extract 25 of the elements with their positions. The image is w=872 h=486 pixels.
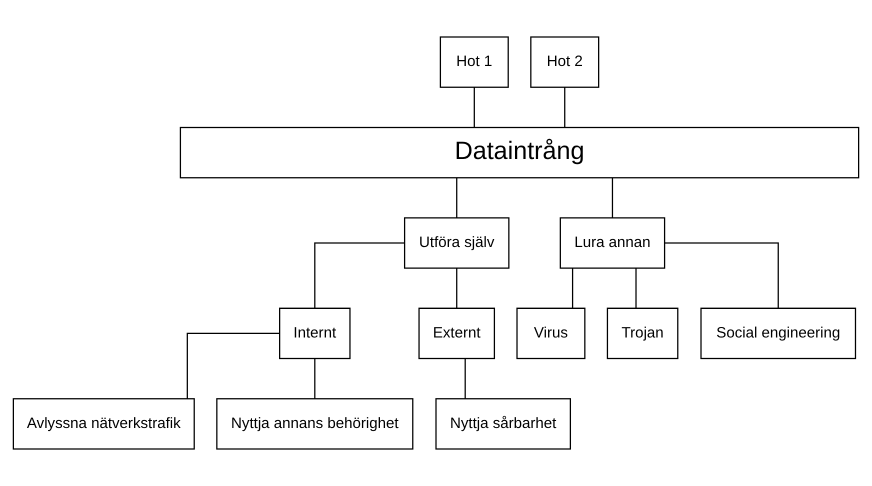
- connector: [564, 87, 566, 128]
- node-box: Hot 2: [530, 36, 600, 88]
- node-box: Dataintrång: [180, 126, 860, 178]
- node-box: Hot 1: [440, 36, 509, 88]
- node-box: Externt: [418, 308, 496, 360]
- node-box: Avlyssna nätverkstrafik: [12, 398, 195, 450]
- connector: [456, 268, 458, 308]
- node-box: Internt: [279, 308, 351, 360]
- connector: [314, 358, 316, 398]
- connector: [635, 268, 637, 308]
- connector: [186, 332, 280, 399]
- node-box: Utföra själv: [404, 217, 510, 269]
- connector: [664, 242, 779, 308]
- node-box: Nyttja annans behörighet: [216, 398, 414, 450]
- connector: [456, 178, 458, 218]
- connector: [474, 87, 475, 128]
- node-box: Lura annan: [560, 217, 666, 269]
- connector: [314, 242, 404, 308]
- node-box: Social engineering: [700, 308, 856, 360]
- node-box: Trojan: [606, 308, 678, 360]
- connector: [612, 178, 614, 218]
- node-box: Virus: [516, 308, 586, 360]
- connector: [572, 268, 574, 308]
- node-box: Nyttja sårbarhet: [435, 398, 572, 450]
- connector: [464, 358, 466, 398]
